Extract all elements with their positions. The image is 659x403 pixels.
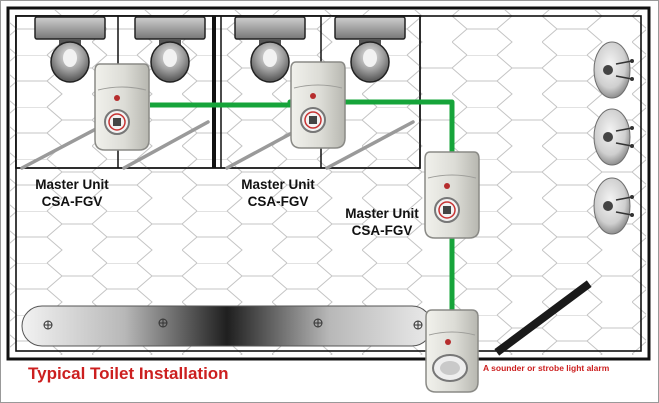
grab-rail-icon — [21, 305, 433, 347]
sounder-strobe-icon — [425, 309, 479, 393]
wall-speaker-icon — [593, 108, 634, 166]
master-unit-device — [424, 151, 480, 239]
toilet-icon — [234, 16, 306, 83]
unit-name: Master Unit — [345, 206, 419, 221]
unit-label: Master Unit CSA-FGV — [330, 205, 434, 239]
unit-model: CSA-FGV — [351, 223, 413, 238]
diagram-title: Typical Toilet Installation — [28, 364, 229, 383]
toilet-icon — [334, 16, 406, 83]
toilet-icon — [34, 16, 106, 83]
toilet-icon — [134, 16, 206, 83]
sounder-bar — [494, 280, 592, 356]
cubicle-block — [15, 15, 421, 169]
unit-model: CSA-FGV — [41, 194, 103, 209]
master-unit-device — [94, 63, 150, 151]
unit-label: Master Unit CSA-FGV — [22, 176, 122, 210]
unit-name: Master Unit — [35, 177, 109, 192]
unit-label: Master Unit CSA-FGV — [226, 176, 330, 210]
unit-name: Master Unit — [241, 177, 315, 192]
wall-speaker-icon — [593, 41, 634, 99]
alarm-label: A sounder or strobe light alarm — [483, 363, 610, 373]
master-unit-device — [290, 61, 346, 149]
wall-speaker-icon — [593, 177, 634, 235]
unit-model: CSA-FGV — [247, 194, 309, 209]
